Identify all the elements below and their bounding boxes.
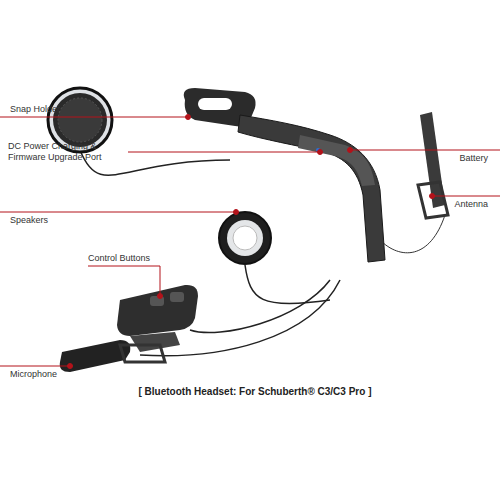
part-label: Antenna xyxy=(454,199,488,210)
part-label: Speakers xyxy=(10,215,48,226)
part-label: Battery xyxy=(459,153,488,164)
part-label: Microphone xyxy=(10,369,57,380)
part-label: Snap Holder xyxy=(10,104,60,115)
part-label: DC Power Charging & Firmware Upgrade Por… xyxy=(8,141,126,163)
figure-caption: [ Bluetooth Headset: For Schuberth® C3/C… xyxy=(139,386,372,397)
part-label: Control Buttons xyxy=(88,253,150,264)
